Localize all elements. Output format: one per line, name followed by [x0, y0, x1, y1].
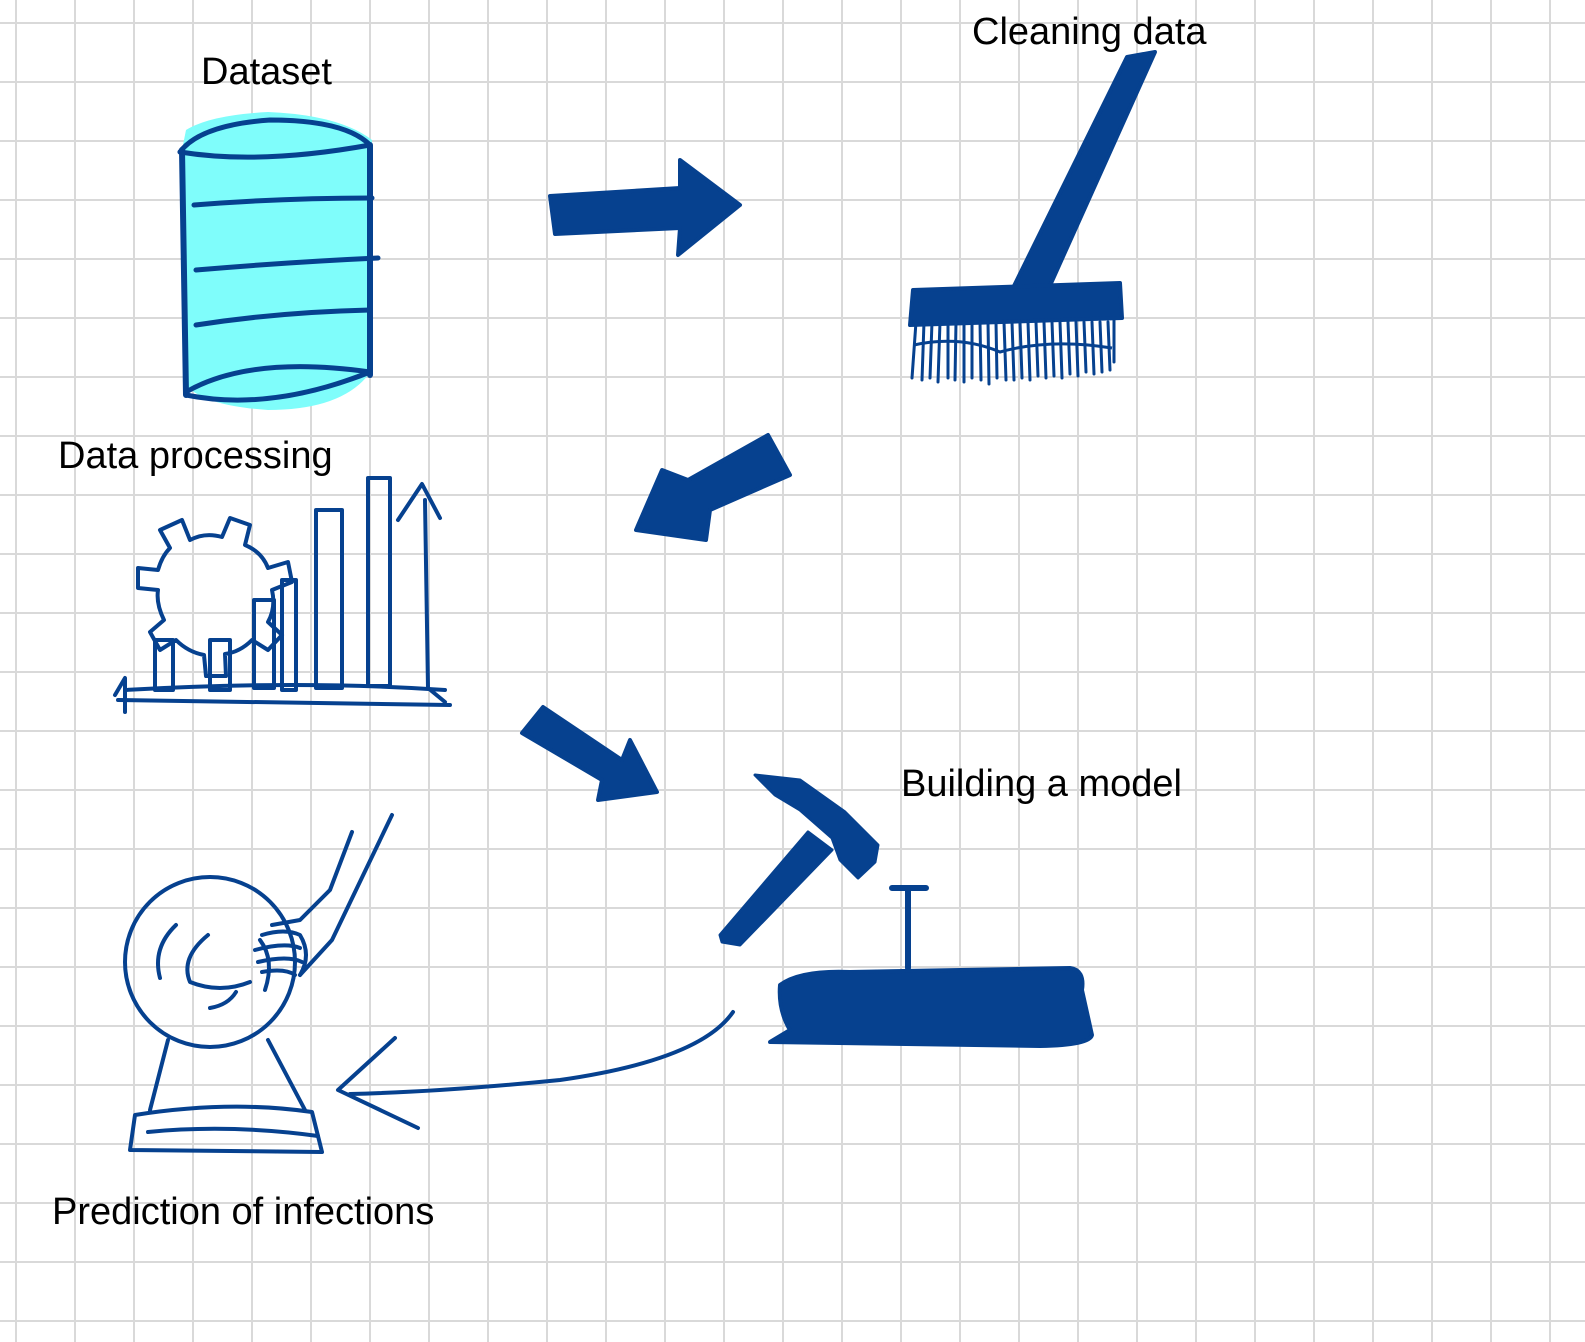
curved-arrow-icon: [336, 1010, 735, 1130]
stage-label-dataset: Dataset: [201, 51, 332, 93]
stage-label-cleaning-data: Cleaning data: [972, 11, 1207, 53]
stage-label-prediction: Prediction of infections: [52, 1191, 435, 1233]
hammer-anvil-icon: [718, 773, 1094, 1048]
broom-icon: [908, 50, 1157, 386]
stage-label-building-model: Building a model: [901, 763, 1182, 805]
arrow-down-left-icon: [634, 433, 792, 542]
stage-label-data-processing: Data processing: [58, 435, 333, 477]
arrow-right-icon: [548, 158, 742, 257]
database-icon: [177, 112, 381, 410]
arrow-down-right-icon: [520, 705, 659, 802]
gear-chart-icon: [113, 476, 452, 714]
crystal-ball-icon: [123, 813, 394, 1154]
